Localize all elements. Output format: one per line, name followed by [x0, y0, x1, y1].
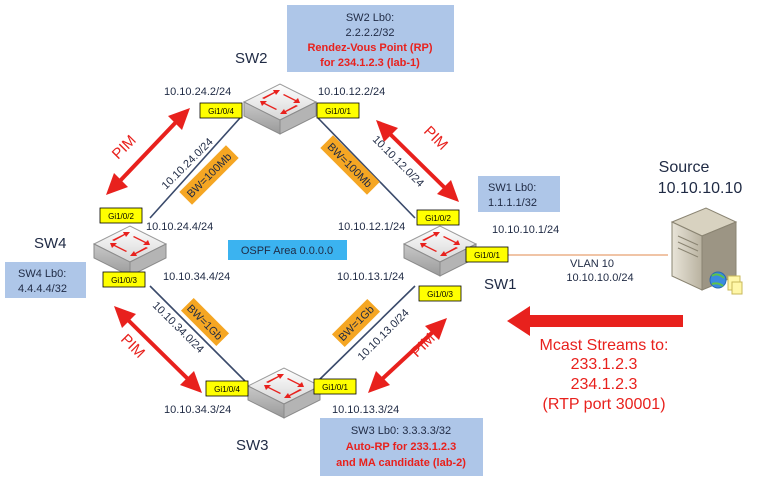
sw2-switch-icon: [243, 83, 317, 135]
ip-sw3-right: 10.10.13.3/24: [332, 404, 399, 416]
vlan-name: VLAN 10: [570, 258, 614, 270]
mcast-group-1: 233.1.2.3: [571, 356, 638, 373]
pim-arrows: [106, 108, 459, 393]
source-label: Source: [659, 159, 710, 176]
source-ip: 10.10.10.10: [658, 180, 743, 197]
port-sw4-gi1-0-2: Gi1/0/2: [99, 207, 143, 224]
sw1-name: SW1: [484, 276, 517, 293]
ip-sw3-left: 10.10.34.3/24: [164, 404, 231, 416]
sw1-info-box: [478, 176, 560, 212]
ip-sw2-left: 10.10.24.2/24: [164, 86, 231, 98]
sw3-info-box: [320, 418, 483, 476]
sw2-rp-role: Rendez-Vous Point (RP): [307, 42, 432, 54]
sw1-switch-icon: [403, 225, 477, 277]
port-sw4-gi1-0-3: Gi1/0/3: [102, 271, 146, 288]
link-sw2-sw1: [317, 117, 416, 219]
vlan-subnet: 10.10.10.0/24: [566, 272, 633, 284]
pim-arrow-sw2-sw4: [106, 108, 190, 195]
ospf-area-label: OSPF Area 0.0.0.0: [241, 245, 333, 257]
sw2-lb0-ip: 2.2.2.2/32: [346, 27, 395, 39]
ip-sw1-bottom: 10.10.13.1/24: [337, 271, 404, 283]
port-sw1-gi1-0-1: Gi1/0/1: [465, 246, 509, 263]
sw4-lb0-label: SW4 Lb0:: [18, 268, 66, 280]
source-server-icon: [670, 207, 743, 295]
port-sw1-gi1-0-2: Gi1/0/2: [416, 209, 460, 226]
sw3-ma-candidate: and MA candidate (lab-2): [336, 457, 466, 469]
sw4-switch-icon: [93, 225, 167, 277]
svg-text:Gi1/0/3: Gi1/0/3: [111, 276, 137, 285]
port-sw2-gi1-0-1: Gi1/0/1: [316, 102, 360, 119]
ip-sw4-bottom: 10.10.34.4/24: [163, 271, 230, 283]
ip-sw4-top: 10.10.24.4/24: [146, 221, 213, 233]
port-sw3-gi1-0-4: Gi1/0/4: [205, 380, 249, 397]
svg-text:Gi1/0/2: Gi1/0/2: [108, 212, 134, 221]
sw2-lb0-label: SW2 Lb0:: [346, 12, 394, 24]
svg-text:Gi1/0/2: Gi1/0/2: [425, 214, 451, 223]
pim-label-sw2-sw1: PIM: [420, 123, 451, 154]
svg-text:Gi1/0/1: Gi1/0/1: [322, 383, 348, 392]
mcast-title: Mcast Streams to:: [540, 337, 669, 354]
svg-text:Gi1/0/3: Gi1/0/3: [427, 290, 453, 299]
ospf-area-box: [228, 240, 347, 260]
svg-text:Gi1/0/4: Gi1/0/4: [214, 385, 240, 394]
sw1-lb0-label: SW1 Lb0:: [488, 182, 536, 194]
topology-links: [149, 117, 416, 382]
ip-sw1-vlan: 10.10.10.1/24: [492, 224, 559, 236]
sw2-info-box: [287, 5, 454, 72]
sw4-name: SW4: [34, 235, 67, 252]
sw3-lb0: SW3 Lb0: 3.3.3.3/32: [351, 425, 451, 437]
port-sw2-gi1-0-4: Gi1/0/4: [199, 102, 243, 119]
sw1-lb0-ip: 1.1.1.1/32: [488, 197, 537, 209]
mcast-port: (RTP port 30001): [542, 396, 665, 413]
svg-text:BW=100Mb: BW=100Mb: [325, 141, 374, 190]
svg-text:Gi1/0/1: Gi1/0/1: [474, 251, 500, 260]
sw3-name: SW3: [236, 437, 269, 454]
pim-label-sw2-sw4: PIM: [109, 132, 140, 163]
pim-arrow-sw2-sw1: [376, 120, 459, 202]
link-sw1-sw3: [317, 285, 416, 382]
sw4-info-box: [5, 262, 86, 298]
mcast-stream-arrow: [507, 306, 683, 336]
sw2-rp-group: for 234.1.2.3 (lab-1): [320, 57, 420, 69]
sw3-switch-icon: [247, 367, 321, 419]
port-sw3-gi1-0-1: Gi1/0/1: [313, 378, 357, 395]
link-sw4-sw3: [149, 285, 246, 382]
mcast-group-2: 234.1.2.3: [571, 376, 638, 393]
svg-text:Gi1/0/4: Gi1/0/4: [208, 107, 234, 116]
ip-sw1-top: 10.10.12.1/24: [338, 221, 405, 233]
pim-arrow-sw4-sw3: [114, 306, 202, 393]
svg-text:Gi1/0/1: Gi1/0/1: [325, 107, 351, 116]
ip-sw2-right: 10.10.12.2/24: [318, 86, 385, 98]
pim-arrow-sw1-sw3: [368, 318, 447, 393]
sw4-lb0-ip: 4.4.4.4/32: [18, 283, 67, 295]
link-sw2-sw4: [149, 117, 241, 219]
port-sw1-gi1-0-3: Gi1/0/3: [418, 285, 462, 302]
bw-label-sw2-sw1: BW=100Mb: [320, 135, 380, 195]
sw2-name: SW2: [235, 50, 268, 67]
sw3-autorp: Auto-RP for 233.1.2.3: [346, 441, 456, 453]
